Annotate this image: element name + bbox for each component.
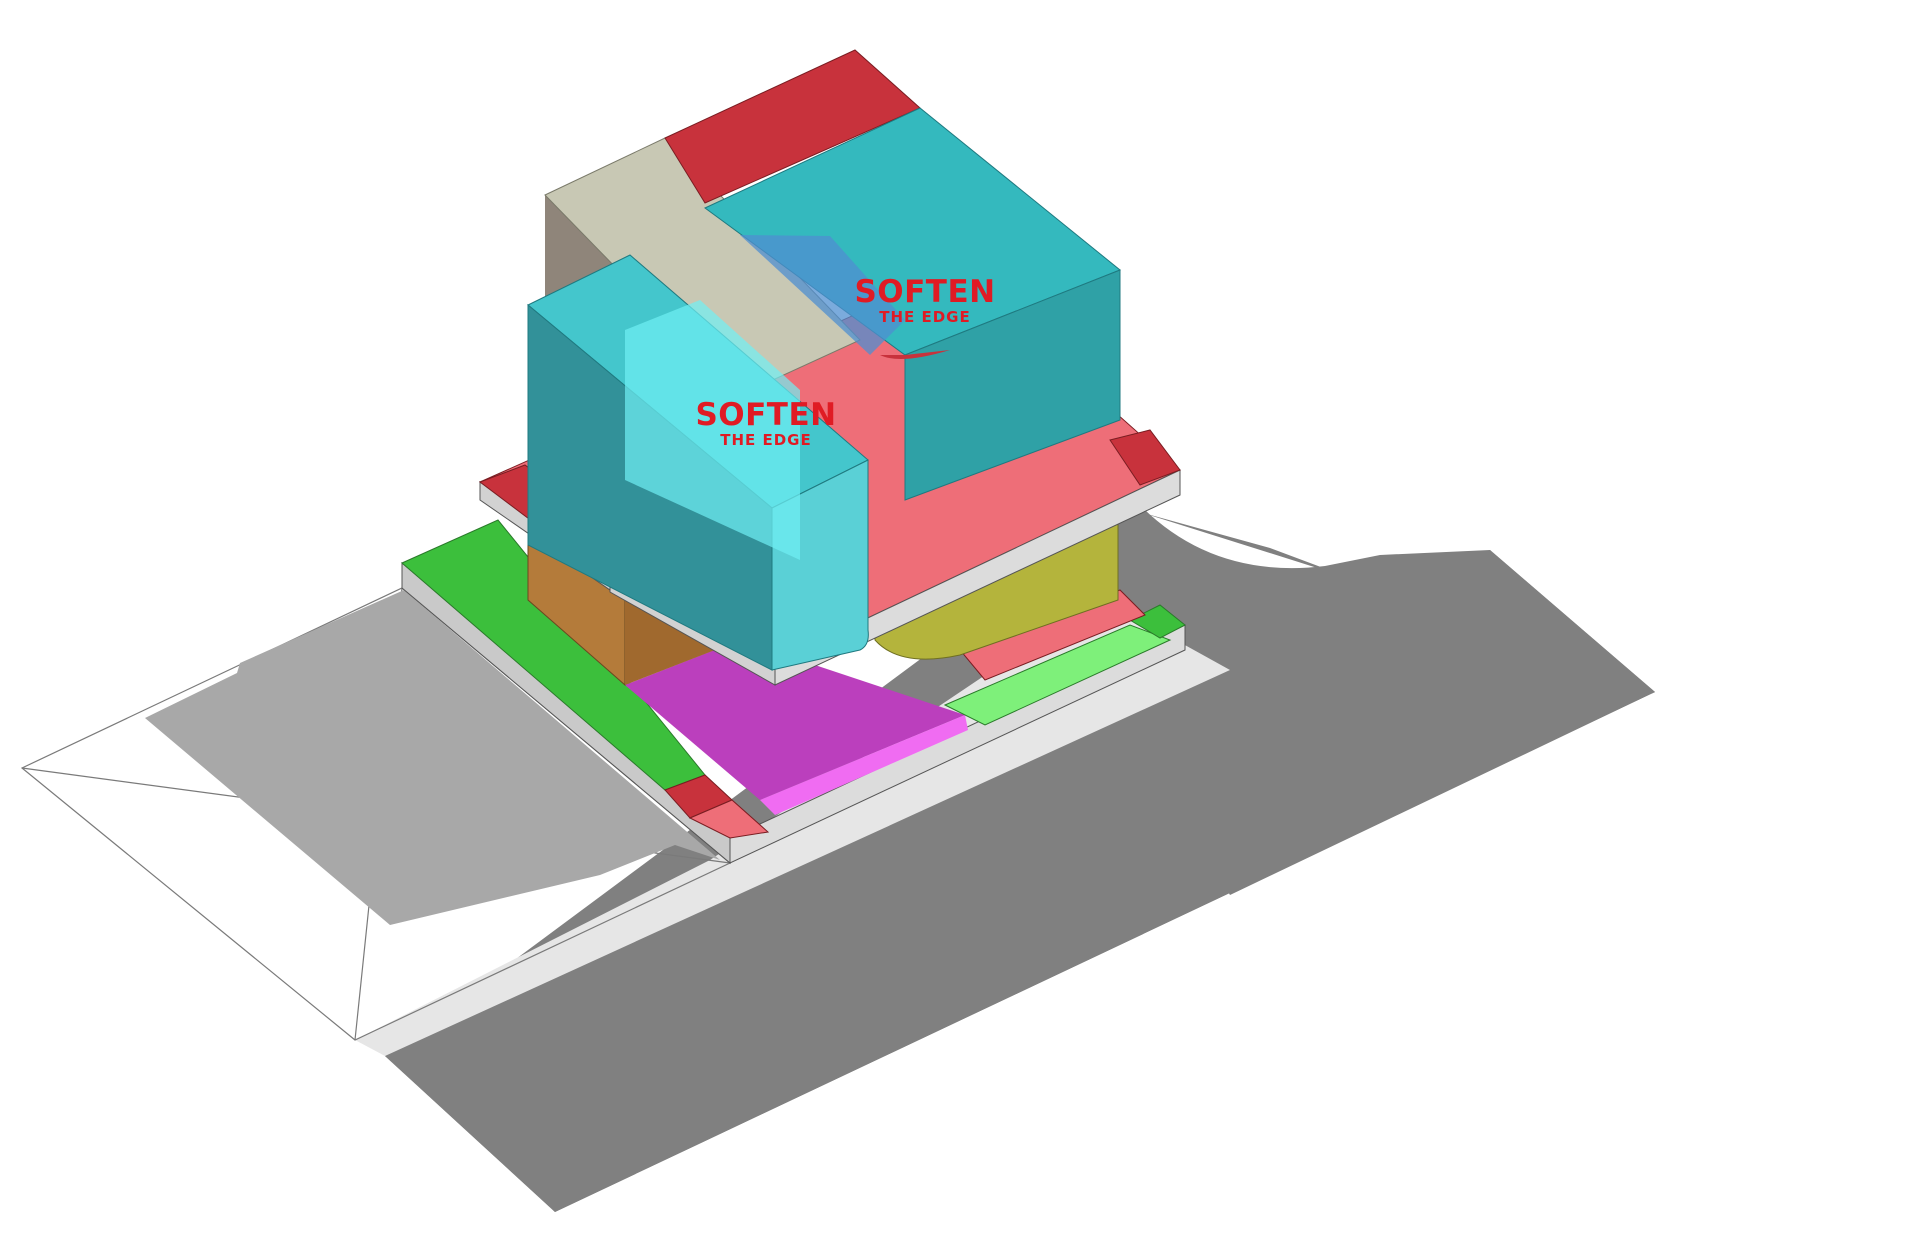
upper-cyan-volume [704,107,1121,501]
terrace-light-green [943,624,1172,726]
lower-cyan-volume [527,254,869,671]
first-floor-slab-edge-right [774,469,1181,686]
ground-floor-magenta-edge [760,715,968,815]
lower-label-title: SOFTEN [695,397,836,433]
ground-volume-brown-front [625,600,715,685]
road-main [385,500,1655,1212]
upper-label-title: SOFTEN [854,274,995,310]
building-shadow [145,590,720,925]
lower-label-subtitle: THE EDGE [720,431,812,449]
balcony-right-red [1109,429,1181,486]
ground-floor-magenta [625,640,965,800]
upper-label-subtitle: THE EDGE [879,308,971,326]
front-steps-light [688,799,770,839]
